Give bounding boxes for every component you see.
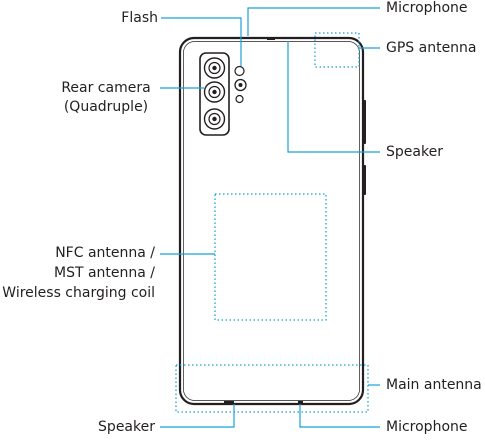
side-button-upper xyxy=(362,100,366,144)
nfc-label-line2: MST antenna / xyxy=(53,265,155,281)
speaker-right-label: Speaker xyxy=(386,144,443,160)
speaker-right-leader xyxy=(287,41,380,153)
gps-antenna-label: GPS antenna xyxy=(386,40,477,56)
rear-camera-label-line1: Rear camera xyxy=(61,80,151,96)
nfc-label-line3: Wireless charging coil xyxy=(2,285,155,301)
top-microphone-leader xyxy=(247,7,380,36)
speaker-bottom-label: Speaker xyxy=(98,419,155,435)
main-antenna-label: Main antenna xyxy=(386,377,482,393)
flash-label: Flash xyxy=(121,10,158,26)
bottom-speaker-hole xyxy=(224,401,234,404)
microphone-top-label: Microphone xyxy=(386,0,468,16)
bottom-microphone-hole xyxy=(298,401,303,404)
side-button-lower xyxy=(362,165,366,195)
sensor-circle xyxy=(235,94,244,104)
speaker-bottom-leader xyxy=(160,404,235,428)
flash-circle xyxy=(234,65,245,77)
nfc-coil-area xyxy=(214,193,327,321)
microphone-bottom-label: Microphone xyxy=(386,419,468,435)
microphone-bottom-leader xyxy=(299,404,380,428)
nfc-label-line1: NFC antenna / xyxy=(55,245,155,261)
leader-lines xyxy=(160,7,380,428)
main-antenna-area xyxy=(175,364,369,413)
top-microphone-hole xyxy=(267,37,275,40)
phone-inner-edge xyxy=(183,41,360,401)
rear-camera-label-line2: (Quadruple) xyxy=(63,99,149,115)
gps-antenna-area xyxy=(314,32,360,68)
flash-leader xyxy=(161,17,242,66)
